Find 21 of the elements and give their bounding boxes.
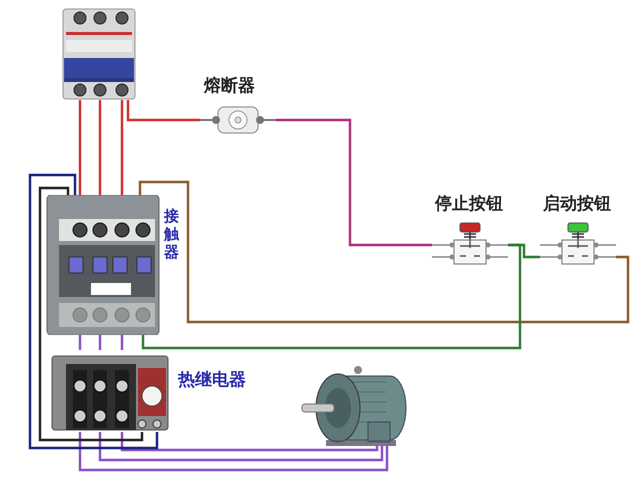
component-label: 停止按钮	[435, 196, 503, 213]
circuit-breaker-drawing	[62, 8, 136, 100]
component-label: 热继电器	[178, 372, 246, 389]
wire	[138, 180, 630, 324]
wire	[142, 244, 522, 350]
wire	[78, 100, 82, 195]
wire	[98, 100, 102, 195]
wire	[78, 335, 82, 350]
wire	[28, 174, 158, 450]
wire	[120, 432, 378, 452]
wire	[276, 118, 432, 246]
wire	[98, 432, 384, 462]
wire	[120, 335, 124, 350]
wire	[120, 100, 124, 195]
wire	[126, 100, 200, 122]
component-label: 接触器	[164, 207, 179, 261]
wire	[78, 432, 388, 472]
wire	[98, 335, 102, 350]
component-label: 熔断器	[204, 78, 255, 95]
wire	[38, 186, 144, 442]
component-label: 启动按钮	[543, 196, 611, 213]
